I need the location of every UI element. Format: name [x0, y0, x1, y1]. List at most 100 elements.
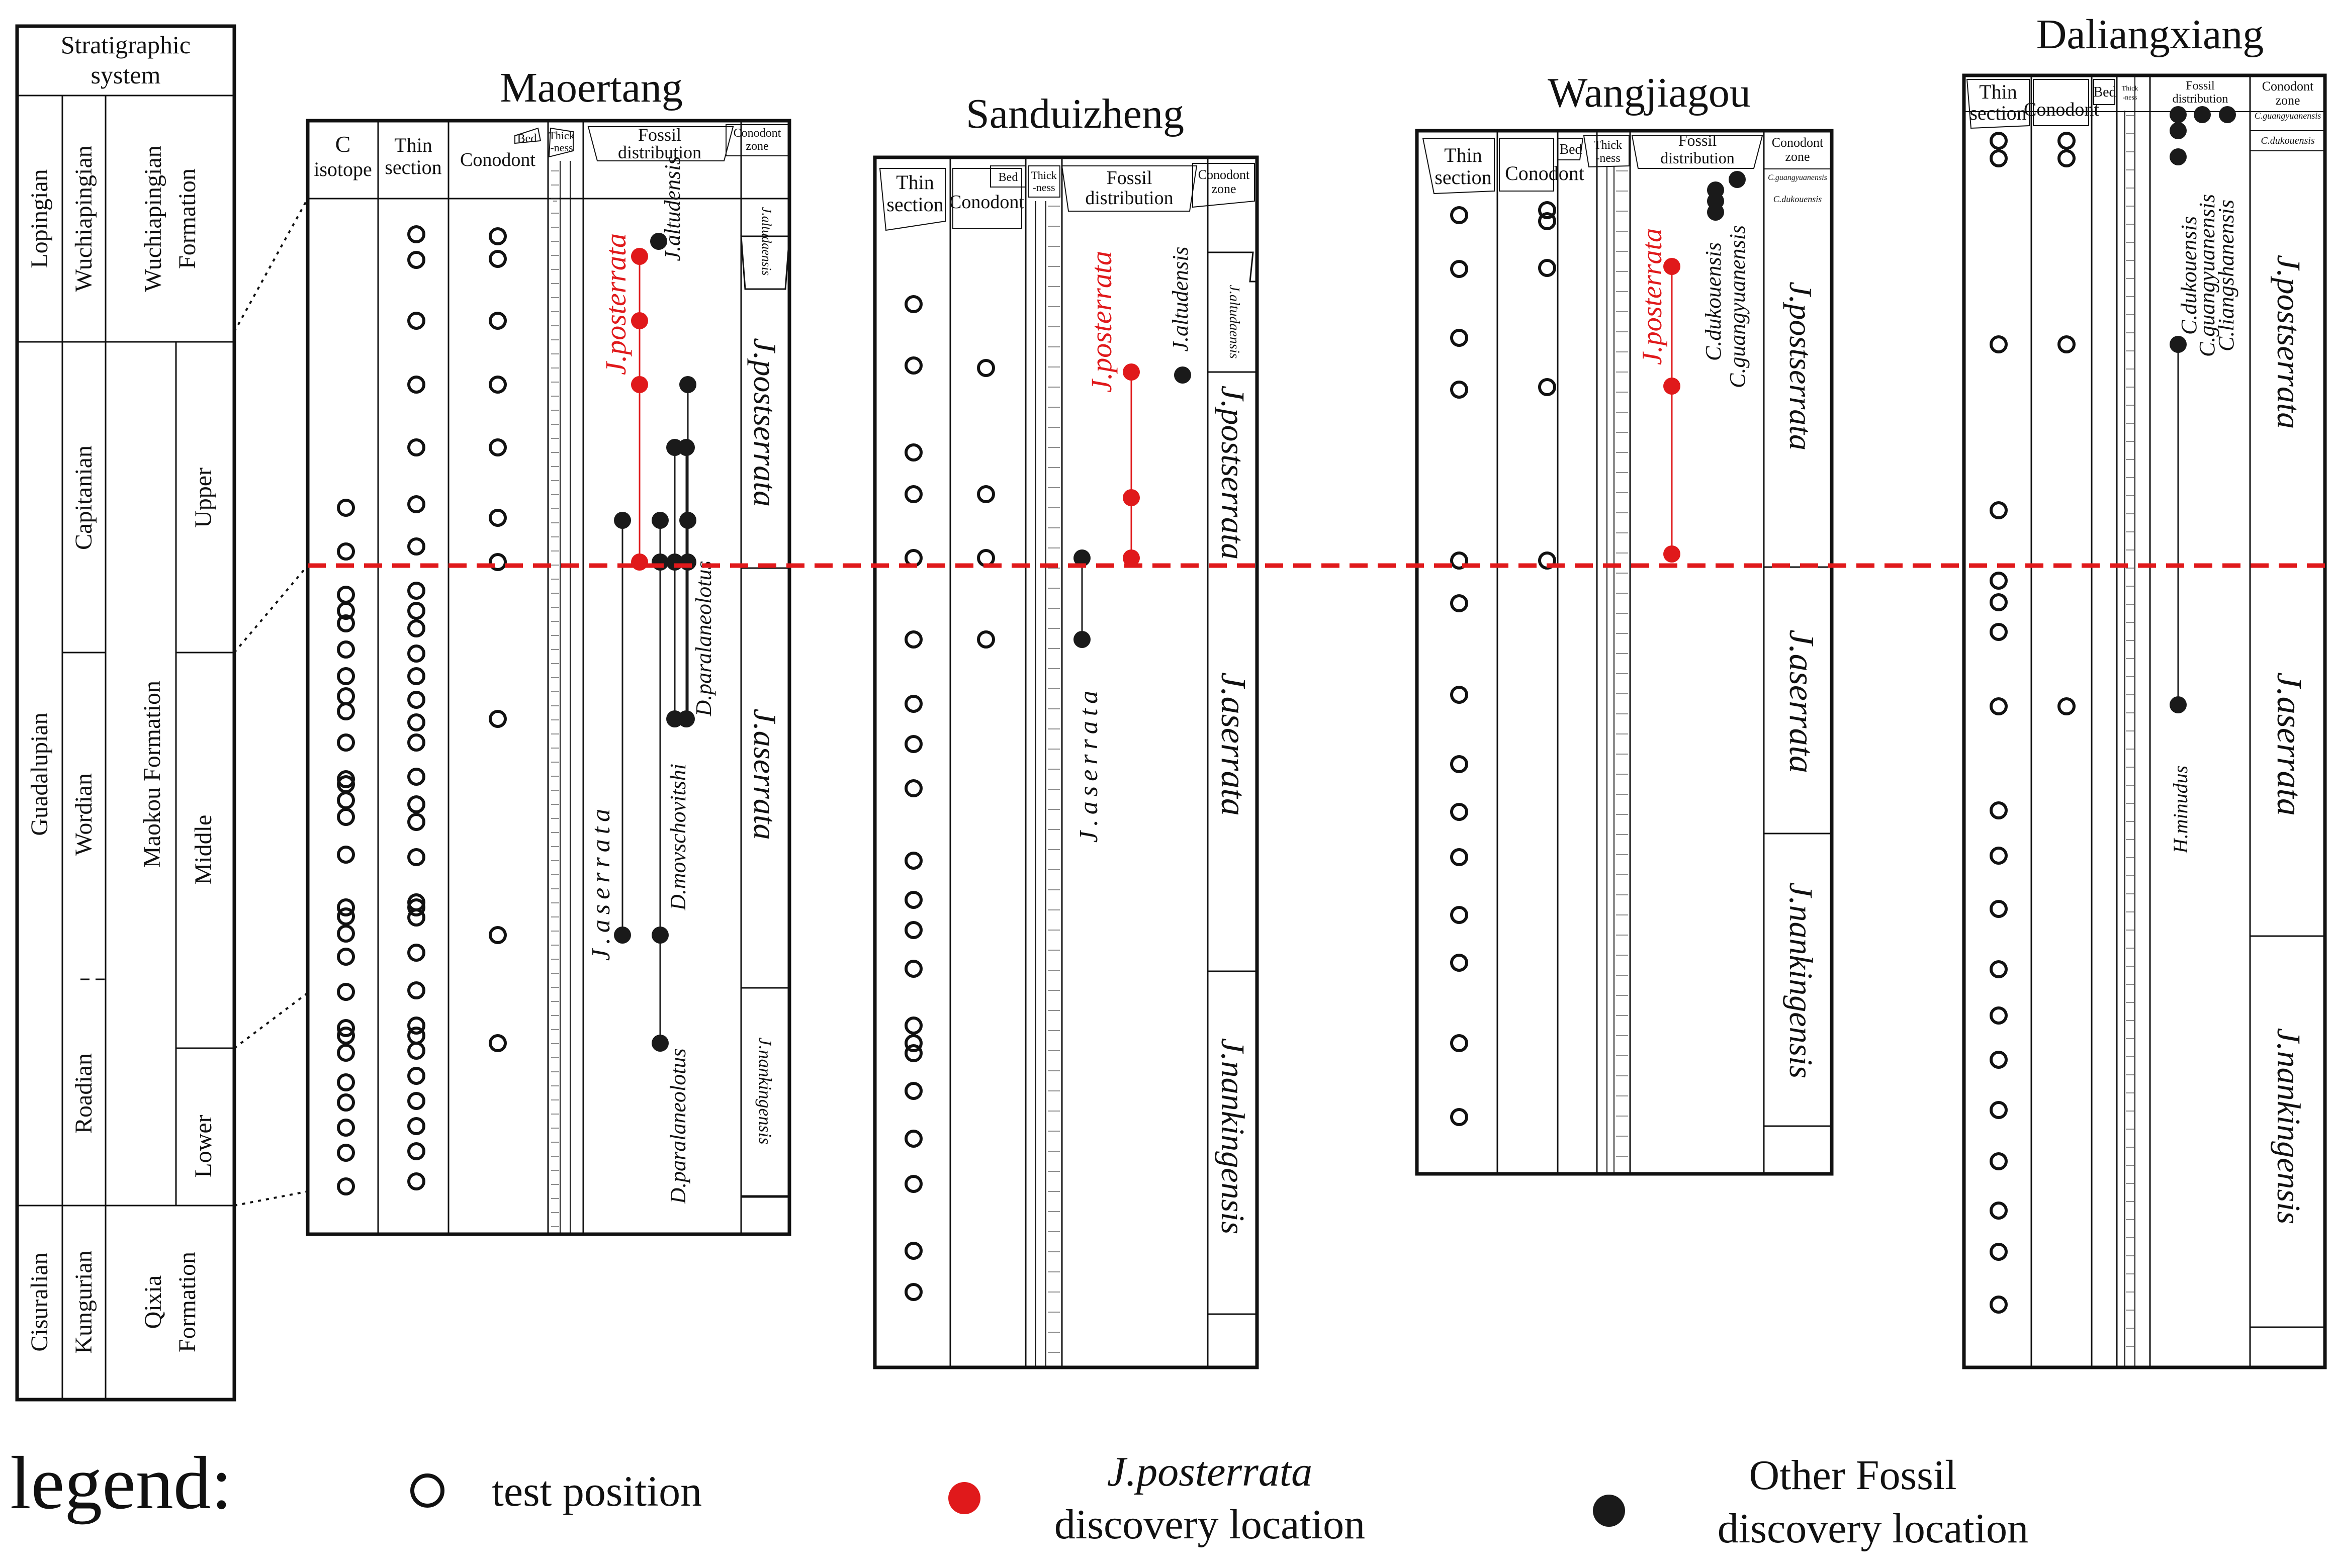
test-position-marker: [1990, 1051, 2008, 1069]
test-position-marker: [977, 485, 995, 503]
maoertang-thin-2: section: [385, 156, 441, 178]
maoertang-species-aserrata: J.aserrata: [587, 804, 615, 961]
test-position-marker: [407, 713, 425, 731]
test-position-marker: [407, 1172, 425, 1190]
sanduizheng-title: Sanduizheng: [966, 90, 1184, 137]
sanduizheng-zonehdr-1: Conodont: [1198, 167, 1250, 182]
series-lopingian: Lopingian: [26, 169, 53, 268]
test-position-marker: [905, 1283, 923, 1301]
test-position-marker: [905, 735, 923, 753]
test-position-marker: [1450, 1034, 1468, 1052]
test-position-marker: [407, 898, 425, 916]
sanduizheng-thick-1: Thick: [1031, 169, 1056, 181]
test-position-marker: [905, 356, 923, 375]
test-position-marker: [407, 1042, 425, 1060]
test-position-marker: [905, 891, 923, 909]
test-position-marker: [407, 619, 425, 637]
test-position-marker: [1450, 594, 1468, 612]
test-position-marker: [905, 1082, 923, 1100]
other-fossil-marker: [1073, 549, 1091, 567]
wangjiagou-fossil-1: Fossil: [1678, 131, 1717, 149]
test-position-marker: [1990, 335, 2008, 353]
maoertang-species-paralaneolotus-lower: D.paralaneolotus: [666, 1048, 690, 1204]
test-position-marker: [905, 1044, 923, 1062]
test-position-marker: [2057, 335, 2076, 353]
maoertang-conodont: Conodont: [460, 149, 535, 170]
test-position-marker: [337, 846, 355, 864]
test-position-marker: [905, 295, 923, 313]
daliangxiang-zonehdr-1: Conodont: [2262, 79, 2314, 94]
test-position-marker: [905, 630, 923, 649]
formation-maokou: Maokou Formation: [139, 681, 165, 868]
sample-markers: [337, 106, 2236, 1314]
test-position-marker: [905, 695, 923, 713]
test-position-marker: [1450, 329, 1468, 347]
test-position-marker: [407, 495, 425, 513]
sanduizheng-frame: [873, 155, 1259, 1369]
test-position-marker: [1538, 259, 1556, 277]
sanduizheng-bed: Bed: [999, 171, 1018, 184]
other-fossil-marker: [614, 927, 631, 944]
test-position-marker: [337, 1093, 355, 1112]
maoertang-species-posterrata: J.posterrata: [599, 233, 632, 375]
formation-wuchiapingian-line2: Formation: [174, 168, 201, 269]
test-position-marker: [2057, 132, 2076, 150]
maoertang-species-paralaneolotus-upper: D.paralaneolotus: [691, 561, 716, 716]
test-position-marker: [337, 925, 355, 943]
test-position-marker: [1990, 1243, 2008, 1261]
test-position-marker: [1450, 906, 1468, 924]
test-position-marker: [337, 614, 355, 632]
maoertang-cisotope-2: isotope: [314, 158, 372, 180]
test-position-marker: [407, 251, 425, 269]
stage-roadian: Roadian: [70, 1053, 97, 1134]
test-position-marker: [1990, 1202, 2008, 1220]
series-guadalupian: Guadalupian: [26, 712, 53, 836]
other-fossil-marker: [2219, 106, 2236, 123]
maoertang-zonehdr-1: Conodont: [734, 127, 781, 140]
maoertang-cisotope-1: C: [335, 131, 351, 157]
formation-wuchiapingian-line1: Wuchiapingian: [140, 145, 166, 292]
test-position-marker: [407, 376, 425, 394]
test-position-marker: [407, 908, 425, 927]
test-position-marker: [1450, 954, 1468, 972]
test-position-marker: [337, 1144, 355, 1162]
test-position-marker: [1450, 260, 1468, 278]
wangjiagou-thick-2: -ness: [1595, 152, 1620, 165]
test-position-marker: [407, 644, 425, 663]
test-position-marker: [1990, 501, 2008, 519]
test-position-marker: [1538, 378, 1556, 396]
sanduizheng-zonehdr-2: zone: [1211, 181, 1236, 196]
maoertang-thin-1: Thin: [394, 134, 432, 156]
daliangxiang-zone-guangyuanensis: C.guangyuanensis: [2255, 111, 2321, 121]
test-position-marker: [1450, 686, 1468, 704]
daliangxiang-species-minudus: H.minudus: [2169, 766, 2192, 854]
test-position-marker: [1990, 1152, 2008, 1170]
test-position-marker: [337, 542, 355, 561]
daliangxiang-title: Daliangxiang: [2036, 11, 2264, 58]
other-fossil-marker: [1707, 204, 1724, 221]
test-position-marker: [1990, 149, 2008, 167]
daliangxiang-thin-2: section: [1969, 102, 2026, 124]
other-fossil-marker: [679, 554, 696, 571]
test-position-marker: [1990, 801, 2008, 819]
test-position-marker: [905, 1034, 923, 1052]
test-position-marker: [337, 808, 355, 826]
test-position-marker: [407, 733, 425, 752]
stage-wordian: Wordian: [70, 773, 97, 856]
test-position-marker: [1990, 132, 2008, 150]
wangjiagou-species-posterrata: J.posterrata: [1637, 228, 1668, 365]
daliangxiang-zone-postserrata: J.postserrata: [2270, 255, 2307, 429]
posterrata-marker: [631, 554, 648, 571]
bed-thickness-ticks: [551, 115, 2134, 1353]
test-position-marker: [407, 602, 425, 620]
test-position-marker: [905, 1017, 923, 1035]
maoertang-thick-1: Thick: [549, 129, 574, 142]
test-position-marker: [337, 499, 355, 517]
daliangxiang-species-guangyuanensis: C.guangyuanensis: [2195, 194, 2219, 357]
test-position-marker: [1538, 551, 1556, 570]
strat-header-line1: Stratigraphic: [61, 31, 191, 59]
test-position-marker: [407, 312, 425, 330]
test-position-marker: [1450, 551, 1468, 570]
test-position-marker: [1990, 960, 2008, 978]
